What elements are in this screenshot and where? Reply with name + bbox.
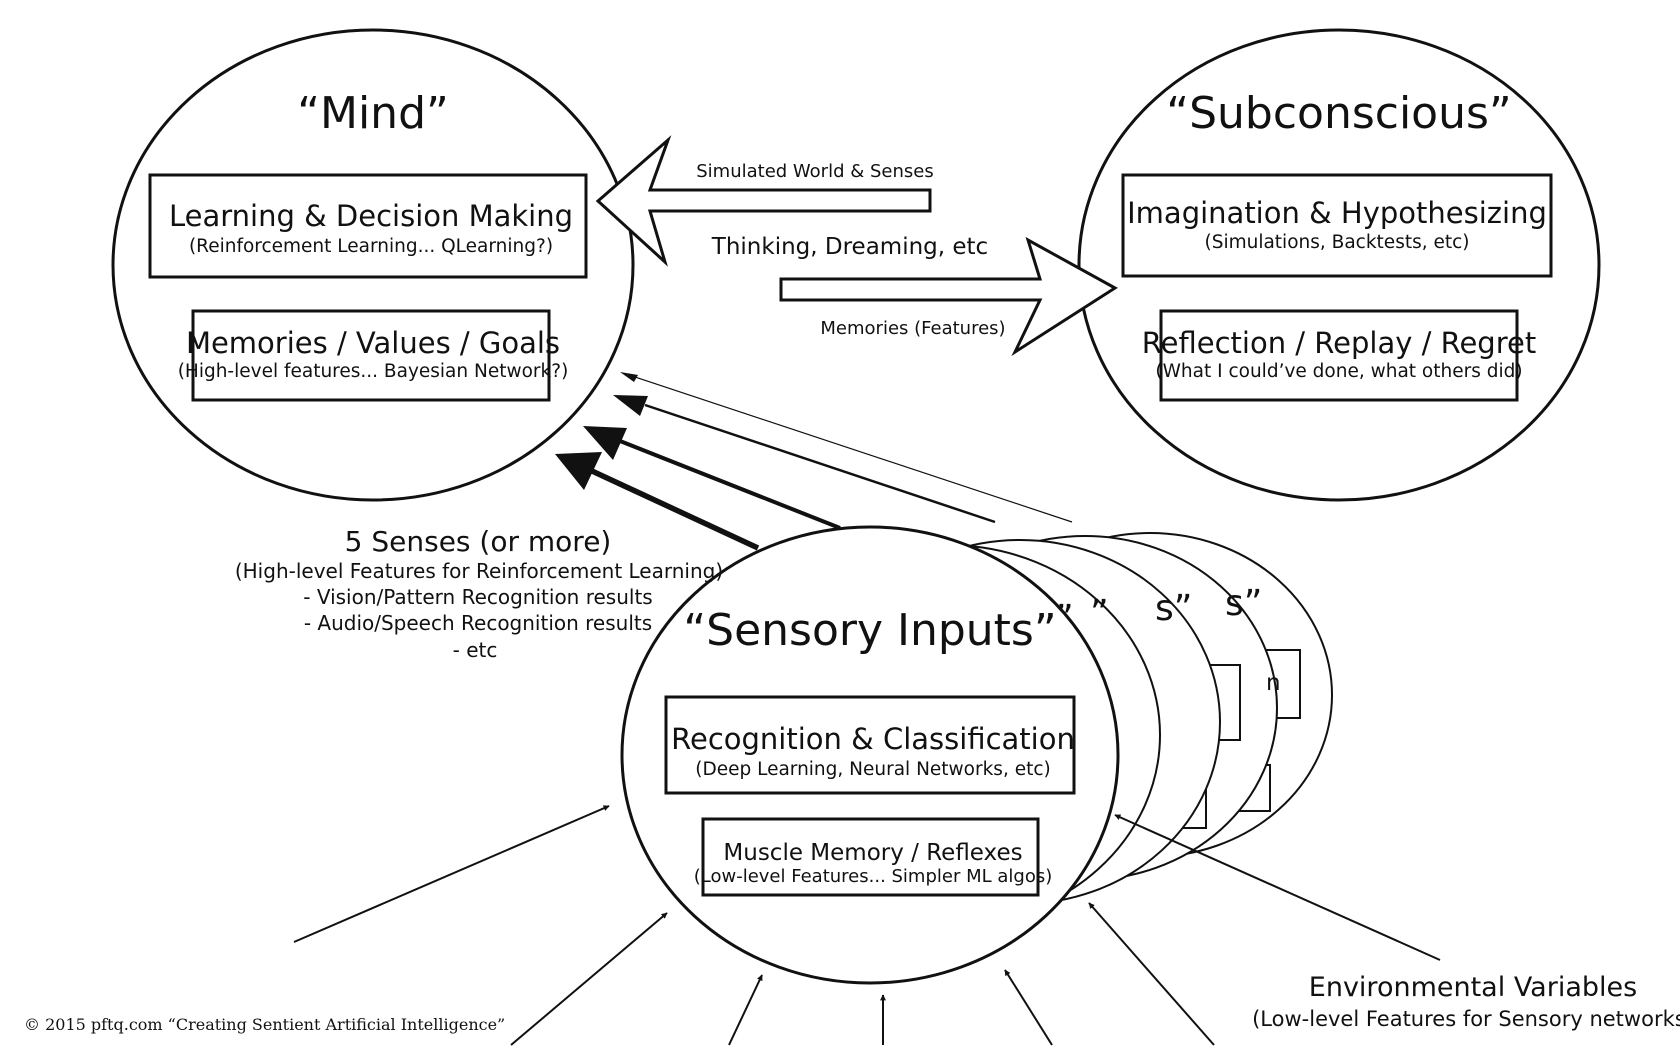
learning-decision-box: Learning & Decision Making (Reinforcemen… bbox=[148, 173, 588, 279]
sensory-back-fragment-2: ” bbox=[1090, 593, 1109, 634]
copyright-text: © 2015 pftq.com “Creating Sentient Artif… bbox=[24, 1015, 505, 1034]
memories-values-box-subtitle: (High-level features... Bayesian Network… bbox=[178, 361, 569, 382]
recognition-box-title: Recognition & Classification bbox=[671, 722, 1075, 756]
env-arrow-2 bbox=[510, 912, 668, 1046]
learning-decision-box-title: Learning & Decision Making bbox=[169, 199, 573, 233]
hollow-arrow-to-subconscious bbox=[779, 236, 1118, 357]
sensory-back-fragment-3: s” bbox=[1155, 588, 1192, 629]
recognition-box: Recognition & Classification (Deep Learn… bbox=[664, 695, 1076, 795]
env-arrow-1 bbox=[293, 805, 610, 943]
mind-circle: “Mind” Learning & Decision Making (Reinf… bbox=[111, 28, 635, 502]
reflection-box-subtitle: (What I could’ve done, what others did) bbox=[1155, 361, 1522, 382]
subconscious-title: “Subconscious” bbox=[1166, 88, 1511, 139]
reflection-box-title: Reflection / Replay / Regret bbox=[1142, 326, 1536, 360]
mind-title: “Mind” bbox=[297, 88, 449, 139]
hollow-arrow-to-mind bbox=[595, 135, 932, 267]
sense-arrow-2 bbox=[619, 439, 841, 530]
thinking-dreaming-label: Thinking, Dreaming, etc bbox=[711, 234, 988, 260]
env-arrow-7 bbox=[1114, 814, 1441, 961]
imagination-box: Imagination & Hypothesizing (Simulations… bbox=[1121, 173, 1553, 278]
memories-features-label: Memories (Features) bbox=[820, 318, 1005, 339]
senses-heading: 5 Senses (or more) bbox=[345, 525, 612, 558]
simulated-world-label: Simulated World & Senses bbox=[696, 161, 933, 182]
reflection-box: Reflection / Replay / Regret (What I cou… bbox=[1142, 309, 1536, 402]
environment-subtitle: (Low-level Features for Sensory networks… bbox=[1252, 1007, 1680, 1031]
sensory-back-fragment-4: s” bbox=[1225, 583, 1262, 624]
learning-decision-box-subtitle: (Reinforcement Learning... QLearning?) bbox=[189, 236, 553, 257]
senses-text-block: 5 Senses (or more) (High-level Features … bbox=[235, 525, 723, 662]
environment-heading: Environmental Variables bbox=[1309, 972, 1637, 1003]
sense-arrow-3 bbox=[644, 403, 996, 524]
memories-values-box: Memories / Values / Goals (High-level fe… bbox=[178, 309, 569, 402]
sensory-inputs-circle: “Sensory Inputs” Recognition & Classific… bbox=[620, 525, 1120, 985]
muscle-memory-box: Muscle Memory / Reflexes (Low-level Feat… bbox=[694, 817, 1053, 897]
sense-arrow-4 bbox=[631, 375, 1073, 523]
env-arrow-5 bbox=[1004, 969, 1053, 1046]
imagination-box-subtitle: (Simulations, Backtests, etc) bbox=[1204, 232, 1469, 253]
muscle-memory-box-title: Muscle Memory / Reflexes bbox=[723, 840, 1022, 866]
senses-line-4: - etc bbox=[453, 638, 498, 662]
env-arrow-6 bbox=[1088, 902, 1215, 1046]
subconscious-circle: “Subconscious” Imagination & Hypothesizi… bbox=[1077, 28, 1601, 502]
environment-arrows bbox=[293, 805, 1441, 1046]
sensory-title: “Sensory Inputs” bbox=[683, 605, 1056, 656]
muscle-memory-box-subtitle: (Low-level Features... Simpler ML algos) bbox=[694, 866, 1053, 887]
recognition-box-subtitle: (Deep Learning, Neural Networks, etc) bbox=[695, 759, 1051, 780]
imagination-box-title: Imagination & Hypothesizing bbox=[1127, 196, 1547, 230]
memories-values-box-title: Memories / Values / Goals bbox=[186, 326, 560, 360]
sensory-back-fragment-5: n bbox=[1266, 670, 1281, 696]
senses-to-mind-arrows bbox=[555, 372, 1073, 551]
env-arrow-3 bbox=[728, 974, 763, 1046]
sense-arrow-1 bbox=[590, 468, 760, 551]
senses-line-2: - Vision/Pattern Recognition results bbox=[303, 585, 652, 609]
senses-line-1: (High-level Features for Reinforcement L… bbox=[235, 559, 723, 583]
senses-line-3: - Audio/Speech Recognition results bbox=[304, 611, 652, 635]
